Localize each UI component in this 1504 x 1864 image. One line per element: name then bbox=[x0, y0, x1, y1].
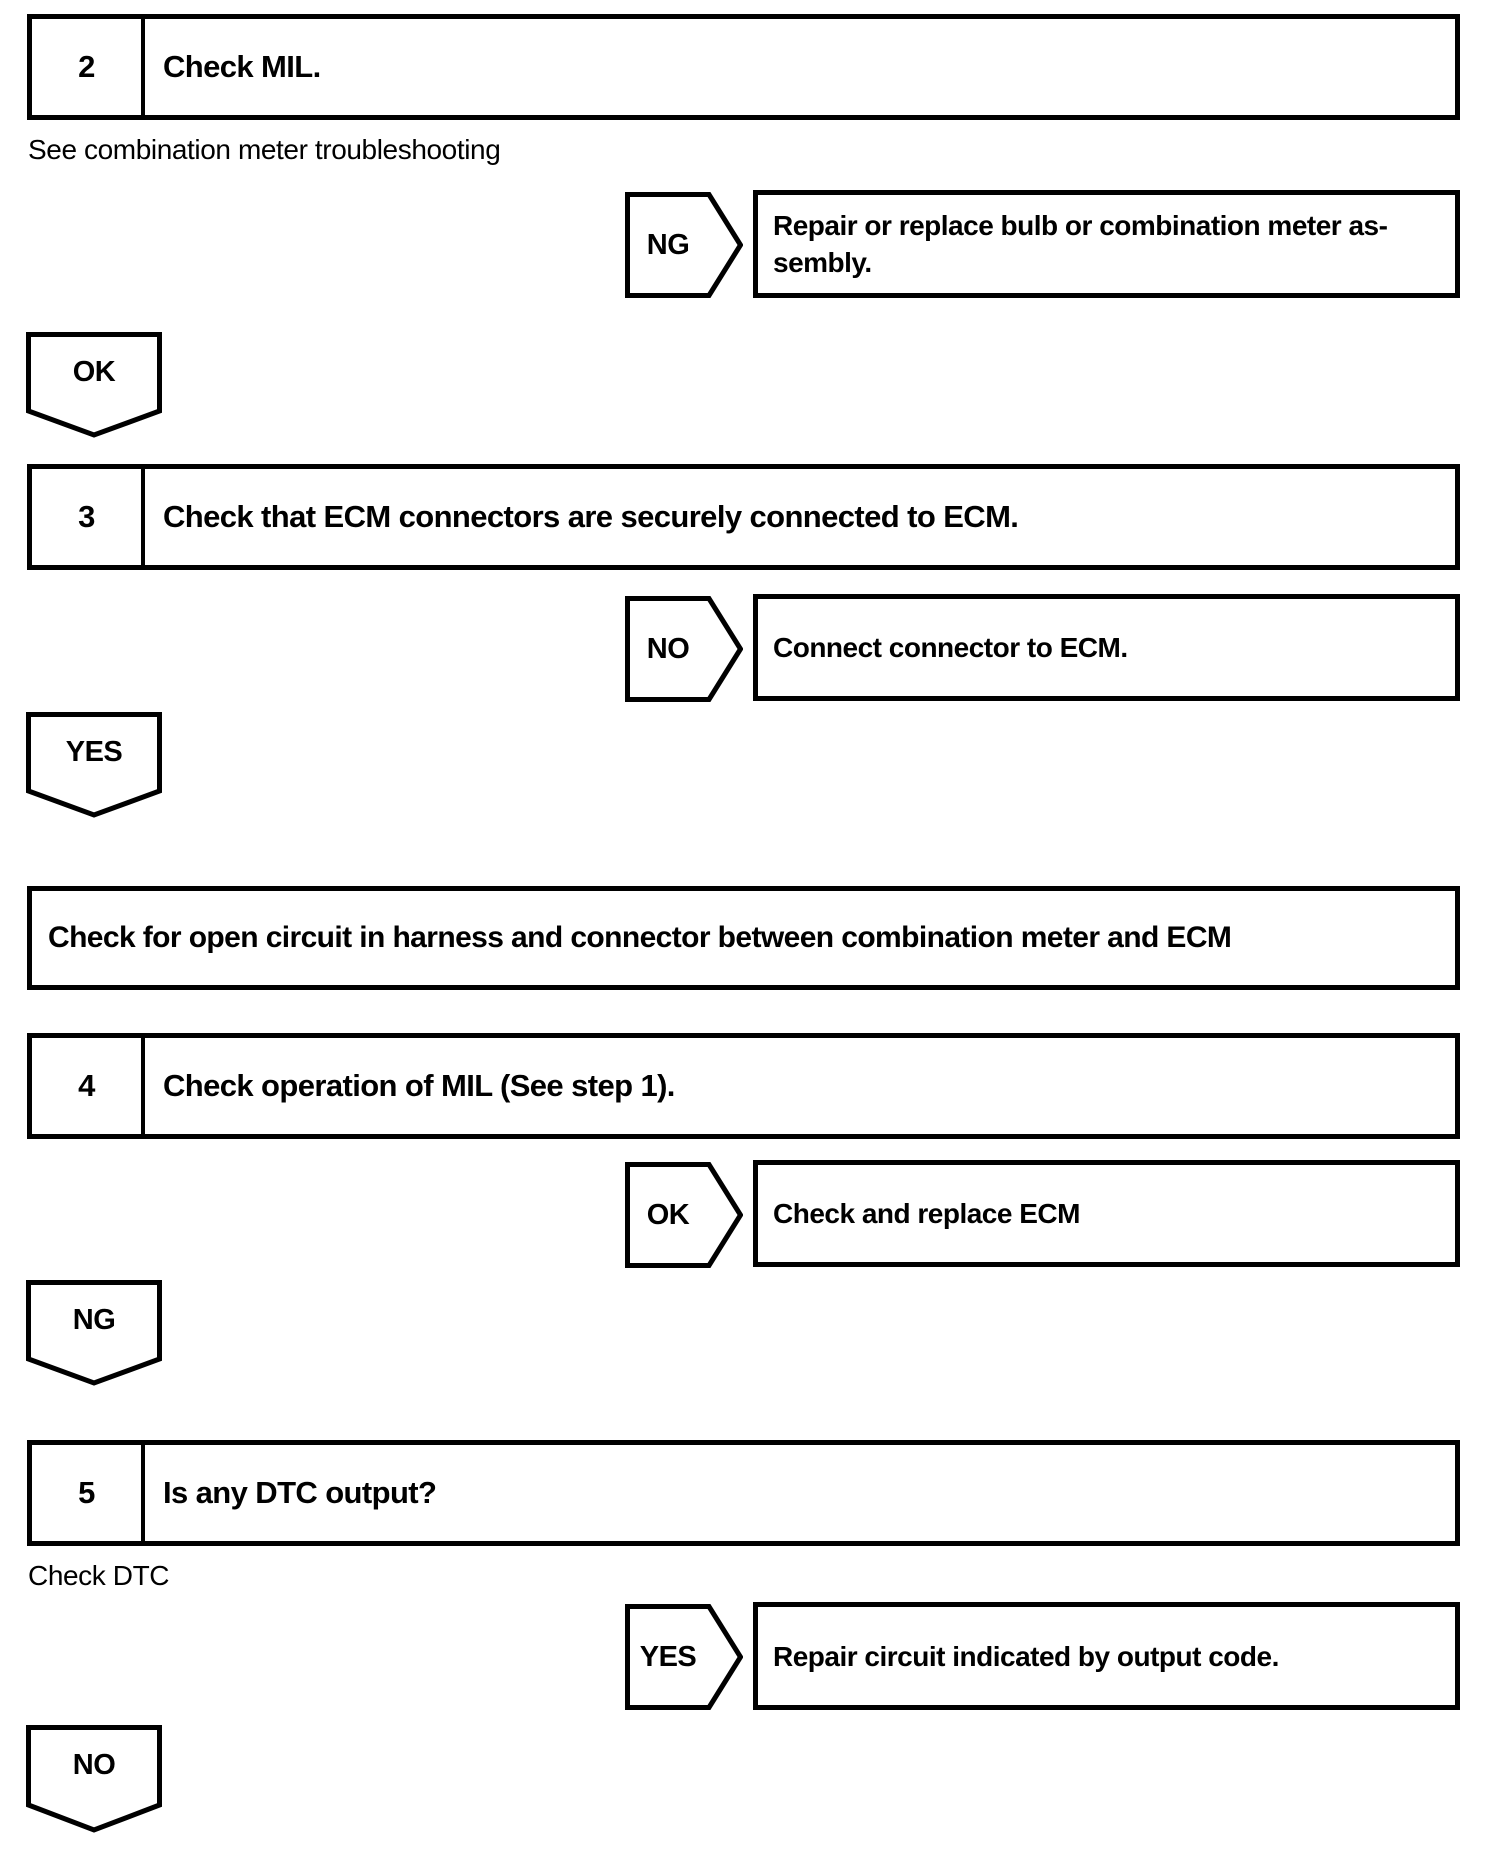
step-5-note: Check DTC bbox=[28, 1560, 170, 1591]
step-4-title: Check operation of MIL (See step 1). bbox=[163, 1068, 675, 1103]
right-arrow-pentagon-icon bbox=[625, 596, 743, 702]
decision-label: OK bbox=[646, 1198, 690, 1231]
result-box-repair-bulb: Repair or replace bulb or combination me… bbox=[753, 190, 1460, 298]
step-2-number: 2 bbox=[32, 19, 145, 115]
down-pointer-pentagon-icon bbox=[26, 712, 162, 818]
step-2-title: Check MIL. bbox=[163, 49, 321, 84]
action-box-check-open-circuit: Check for open circuit in harness and co… bbox=[27, 886, 1460, 990]
right-arrow-pentagon-icon bbox=[625, 1162, 743, 1268]
right-arrow-pentagon-icon bbox=[625, 1604, 743, 1710]
decision-label: NO bbox=[646, 632, 690, 665]
connector-label: OK bbox=[72, 355, 116, 388]
decision-label: YES bbox=[639, 1640, 697, 1673]
decision-label: NG bbox=[646, 228, 690, 261]
connector-yes: YES bbox=[26, 712, 162, 818]
step-2-question-box: 2 Check MIL. bbox=[27, 14, 1460, 120]
step-5-title: Is any DTC output? bbox=[163, 1475, 437, 1510]
decision-yes-branch: YES bbox=[625, 1604, 743, 1710]
connector-label: NO bbox=[72, 1748, 116, 1781]
step-3-question-box: 3 Check that ECM connectors are securely… bbox=[27, 464, 1460, 570]
step-3-title: Check that ECM connectors are securely c… bbox=[163, 499, 1019, 534]
result-box-repair-circuit: Repair circuit indicated by output code. bbox=[753, 1602, 1460, 1710]
connector-label: YES bbox=[65, 735, 123, 768]
result-box-check-replace-ecm: Check and replace ECM bbox=[753, 1160, 1460, 1267]
connector-label: NG bbox=[72, 1303, 116, 1336]
step-5-question-box: 5 Is any DTC output? bbox=[27, 1440, 1460, 1546]
decision-no-branch: NO bbox=[625, 596, 743, 702]
result-box-connect-connector: Connect connector to ECM. bbox=[753, 594, 1460, 701]
connector-ok: OK bbox=[26, 332, 162, 438]
step-5-number: 5 bbox=[32, 1445, 145, 1541]
connector-ng: NG bbox=[26, 1280, 162, 1386]
decision-ng-branch: NG bbox=[625, 192, 743, 298]
step-4-number: 4 bbox=[32, 1038, 145, 1134]
step-2-note: See combination meter troubleshooting bbox=[28, 134, 501, 165]
down-pointer-pentagon-icon bbox=[26, 332, 162, 438]
down-pointer-pentagon-icon bbox=[26, 1280, 162, 1386]
step-3-number: 3 bbox=[32, 469, 145, 565]
connector-no: NO bbox=[26, 1725, 162, 1833]
step-4-question-box: 4 Check operation of MIL (See step 1). bbox=[27, 1033, 1460, 1139]
decision-ok-branch: OK bbox=[625, 1162, 743, 1268]
right-arrow-pentagon-icon bbox=[625, 192, 743, 298]
down-pointer-pentagon-icon bbox=[26, 1725, 162, 1833]
